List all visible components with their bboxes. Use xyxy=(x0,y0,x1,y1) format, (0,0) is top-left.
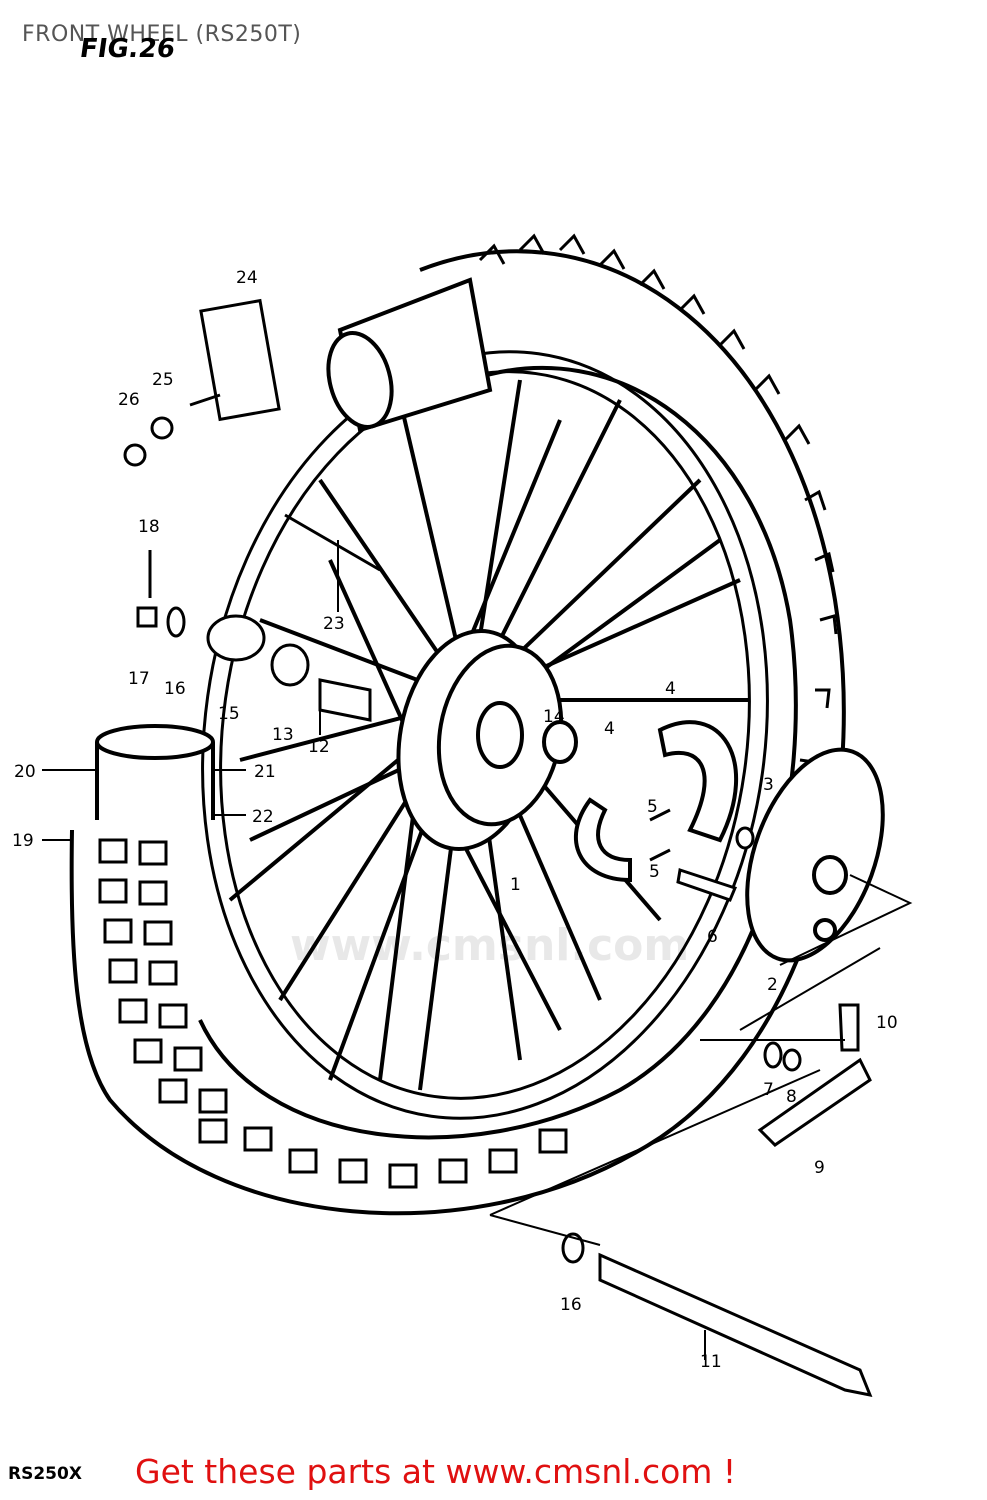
callout-19: 19 xyxy=(12,831,34,851)
callout-5-top: 5 xyxy=(647,797,658,817)
callout-25: 25 xyxy=(152,370,174,390)
leader-lines xyxy=(42,540,913,1360)
callout-2: 2 xyxy=(767,975,778,995)
hub xyxy=(396,628,578,852)
callout-14: 14 xyxy=(543,707,565,727)
callout-20: 20 xyxy=(14,762,36,782)
callout-13: 13 xyxy=(272,725,294,745)
callout-18: 18 xyxy=(138,517,160,537)
brake-panel xyxy=(745,747,885,963)
callout-11: 11 xyxy=(700,1352,722,1372)
rim xyxy=(201,350,769,1120)
callout-12: 12 xyxy=(308,737,330,757)
page-title: FRONT WHEEL (RS250T) xyxy=(22,22,302,47)
rim-band xyxy=(95,724,215,820)
callout-8: 8 xyxy=(786,1087,797,1107)
callout-7: 7 xyxy=(763,1080,774,1100)
callout-4-left: 4 xyxy=(604,719,615,739)
small-parts xyxy=(123,298,873,1398)
callout-3: 3 xyxy=(763,775,774,795)
callout-6: 6 xyxy=(707,927,718,947)
callout-9: 9 xyxy=(814,1158,825,1178)
callout-22: 22 xyxy=(252,807,274,827)
callout-21: 21 xyxy=(254,762,276,782)
shop-link-banner[interactable]: Get these parts at www.cmsnl.com ! xyxy=(135,1452,737,1491)
callout-5-bottom: 5 xyxy=(649,862,660,882)
callout-15: 15 xyxy=(218,704,240,724)
callout-10: 10 xyxy=(876,1013,898,1033)
inner-tube xyxy=(326,277,493,433)
brake-shoes xyxy=(573,720,738,883)
callout-16-bottom: 16 xyxy=(560,1295,582,1315)
callout-16-top: 16 xyxy=(164,679,186,699)
callout-4-right: 4 xyxy=(665,679,676,699)
model-code: RS250X xyxy=(8,1464,82,1484)
callout-1: 1 xyxy=(510,875,521,895)
watermark-text: www.cmsnl.com xyxy=(290,920,689,971)
callout-26: 26 xyxy=(118,390,140,410)
callout-17: 17 xyxy=(128,669,150,689)
tire-tread xyxy=(98,233,838,1189)
callout-23: 23 xyxy=(323,614,345,634)
callout-labels: 24 25 26 18 17 16 15 13 12 23 20 21 22 1… xyxy=(12,268,898,1372)
callout-24: 24 xyxy=(236,268,258,288)
